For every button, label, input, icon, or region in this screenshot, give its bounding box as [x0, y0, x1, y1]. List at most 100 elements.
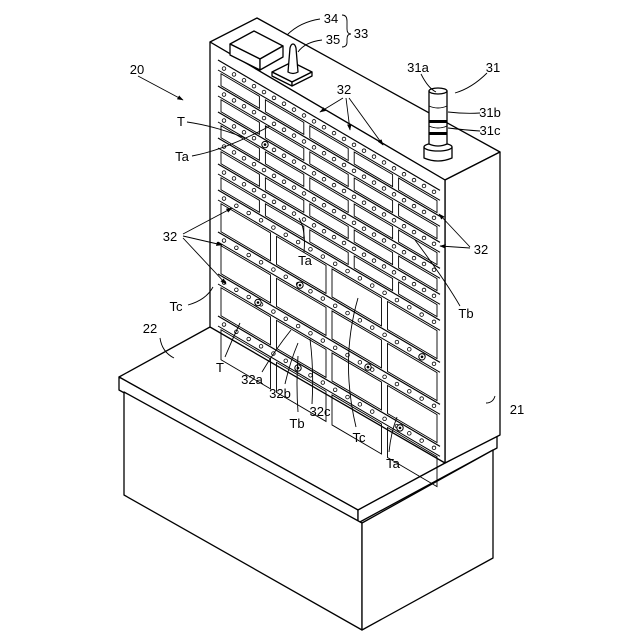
- shelf-led: [252, 84, 256, 88]
- shelf-led: [292, 160, 296, 164]
- shelf-led: [272, 96, 276, 100]
- shelf-led: [395, 382, 399, 386]
- lit-indicator-core: [367, 366, 370, 369]
- shelf-led: [342, 241, 346, 245]
- shelf-led: [372, 155, 376, 159]
- shelf-led: [407, 306, 411, 310]
- shelf-led: [262, 168, 266, 172]
- shelf-led: [302, 140, 306, 144]
- shelf-led: [252, 188, 256, 192]
- shelf-led: [333, 304, 337, 308]
- shelf-led: [422, 210, 426, 214]
- shelf-led: [332, 157, 336, 161]
- shelf-led: [272, 148, 276, 152]
- shelf-led: [292, 212, 296, 216]
- shelf-led: [402, 250, 406, 254]
- shelf-led: [346, 269, 350, 273]
- shelf-led: [382, 187, 386, 191]
- label-34: 34: [324, 11, 338, 26]
- label-22: 22: [143, 321, 157, 336]
- shelf-led: [358, 403, 362, 407]
- shelf-led: [382, 213, 386, 217]
- shelf-led: [352, 169, 356, 173]
- shelf-led: [262, 194, 266, 198]
- shelf-led: [342, 137, 346, 141]
- shelf-led: [362, 149, 366, 153]
- shelf-led: [422, 288, 426, 292]
- shelf-led: [262, 90, 266, 94]
- shelf-led: [309, 290, 313, 294]
- shelf-led: [372, 233, 376, 237]
- shelf-led: [333, 346, 337, 350]
- shelf-led: [232, 73, 236, 77]
- shelf-led: [342, 189, 346, 193]
- shelf-led: [312, 198, 316, 202]
- shelf-led: [282, 206, 286, 210]
- shelf-led: [321, 381, 325, 385]
- shelf-led: [322, 125, 326, 129]
- shelf-led: [432, 242, 436, 246]
- shelf-led: [322, 229, 326, 233]
- shelf-led: [222, 171, 226, 175]
- shelf-led: [222, 197, 226, 201]
- shelf-led: [309, 332, 313, 336]
- shelf-led: [322, 203, 326, 207]
- shelf-led: [372, 207, 376, 211]
- shelf-led: [362, 175, 366, 179]
- shelf-led: [296, 240, 300, 244]
- shelf-led: [358, 361, 362, 365]
- shelf-led: [370, 284, 374, 288]
- label-T-upper: T: [177, 114, 185, 129]
- label-32-top: 32: [337, 82, 351, 97]
- shelf-led: [222, 323, 226, 327]
- label-T-lower: T: [216, 360, 224, 375]
- shelf-led: [420, 439, 424, 443]
- shelf-led: [358, 319, 362, 323]
- shelf-led: [342, 163, 346, 167]
- shelf-led: [312, 224, 316, 228]
- shelf-led: [407, 432, 411, 436]
- label-32b: 32b: [269, 386, 291, 401]
- label-32-right: 32: [474, 242, 488, 257]
- shelf-led: [383, 375, 387, 379]
- shelf-led: [352, 143, 356, 147]
- shelf-led: [242, 130, 246, 134]
- shelf-led: [362, 227, 366, 231]
- shelf-led: [370, 410, 374, 414]
- shelf-led: [420, 313, 424, 317]
- shelf-led: [422, 236, 426, 240]
- shelf-led: [332, 235, 336, 239]
- shelf-led: [346, 311, 350, 315]
- label-Tc-left: Tc: [170, 299, 184, 314]
- shelf-led: [395, 298, 399, 302]
- shelf-led: [372, 259, 376, 263]
- shelf-led: [346, 395, 350, 399]
- shelf-led: [321, 297, 325, 301]
- shelf-led: [432, 404, 436, 408]
- shelf-led: [402, 198, 406, 202]
- shelf-led: [259, 218, 263, 222]
- shelf-led: [332, 131, 336, 135]
- lit-indicator-core: [399, 427, 402, 430]
- shelf-led: [292, 186, 296, 190]
- shelf-led: [247, 211, 251, 215]
- shelf-led: [432, 446, 436, 450]
- shelf-led: [252, 110, 256, 114]
- shelf-led: [284, 317, 288, 321]
- shelf-led: [412, 282, 416, 286]
- shelf-led: [272, 174, 276, 178]
- shelf-led: [382, 161, 386, 165]
- shelf-led: [422, 184, 426, 188]
- shelf-led: [302, 218, 306, 222]
- shelf-led: [235, 246, 239, 250]
- shelf-led: [392, 193, 396, 197]
- shelf-led: [222, 119, 226, 123]
- shelf-led: [252, 162, 256, 166]
- shelf-led: [432, 362, 436, 366]
- shelf-led: [395, 340, 399, 344]
- shelf-led: [302, 166, 306, 170]
- label-32a: 32a: [241, 372, 263, 387]
- shelf-led: [232, 151, 236, 155]
- shelf-led: [322, 177, 326, 181]
- shelf-led: [392, 219, 396, 223]
